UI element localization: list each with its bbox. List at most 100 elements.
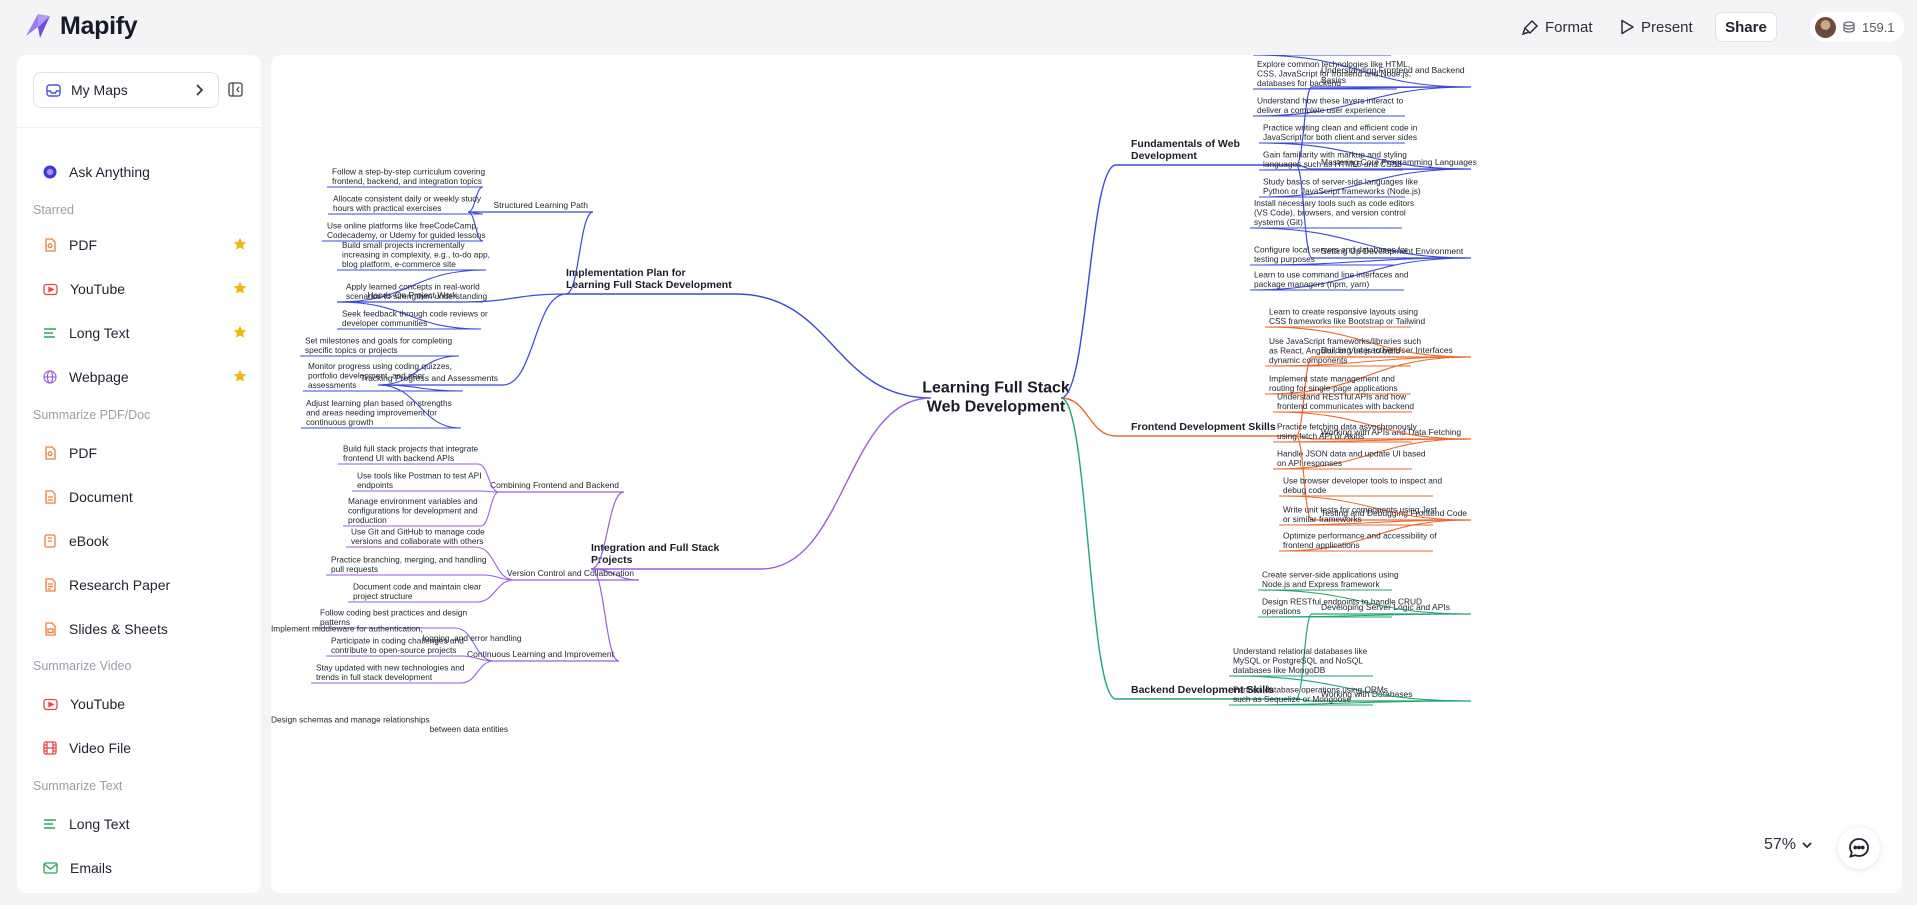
star-icon[interactable] <box>233 281 247 295</box>
leaf-node[interactable]: Monitor progress using coding quizzes,po… <box>308 361 452 390</box>
topic-node[interactable]: Tracking Progress and Assessments <box>360 373 498 383</box>
topic-node[interactable]: Continuous Learning and Improvement <box>467 649 615 659</box>
leaf-node[interactable]: Practice branching, merging, and handlin… <box>331 555 487 575</box>
sidebar-item-starred-youtube[interactable]: YouTube <box>43 278 247 300</box>
chat-button[interactable] <box>1838 827 1880 869</box>
my-maps-button[interactable]: My Maps <box>33 72 219 108</box>
topic-node[interactable]: Combining Frontend and Backend <box>490 480 619 490</box>
leaf-node[interactable]: Configure local servers and databases fo… <box>1254 245 1408 265</box>
leaf-node[interactable]: Learn to create responsive layouts using… <box>1269 307 1426 327</box>
leaf-node[interactable]: Design schemas and manage relationshipsb… <box>271 715 508 735</box>
sidebar-item-pdf[interactable]: PDF <box>43 442 247 464</box>
share-button[interactable]: Share <box>1715 12 1777 42</box>
topic-node[interactable]: Hands-On Project Work <box>367 290 457 300</box>
leaf-node[interactable]: Study basics of server-side languages li… <box>1263 177 1421 197</box>
credits-icon <box>1843 21 1855 33</box>
star-icon[interactable] <box>233 369 247 383</box>
leaf-node[interactable]: Write unit tests for components using Je… <box>1283 505 1438 525</box>
present-button[interactable]: Present <box>1620 14 1693 40</box>
topic-node[interactable]: Building Interactive User Interfaces <box>1321 345 1453 355</box>
leaf-node[interactable]: Learn to use command line interfaces and… <box>1254 270 1409 290</box>
globe-icon <box>43 370 57 384</box>
leaf-node[interactable]: Practice writing clean and efficient cod… <box>1263 123 1418 143</box>
topic-node[interactable]: Working with Databases <box>1321 689 1413 699</box>
zoom-control[interactable]: 57% <box>1764 836 1814 854</box>
account-menu[interactable]: 159.1 <box>1810 12 1904 42</box>
connector-line <box>477 490 500 493</box>
connector-line <box>477 463 500 493</box>
sidebar-item-video-file[interactable]: Video File <box>43 737 247 759</box>
leaf-node[interactable]: Build full stack projects that integrate… <box>343 444 479 464</box>
ask-anything-label: Ask Anything <box>69 164 150 180</box>
format-button[interactable]: Format <box>1522 14 1593 40</box>
leaf-node[interactable]: Install necessary tools such as code edi… <box>1254 198 1414 227</box>
star-icon[interactable] <box>233 325 247 339</box>
app-name: Mapify <box>60 11 138 40</box>
topic-node[interactable]: Mastering Core Programming Languages <box>1321 157 1477 167</box>
leaf-node[interactable]: Use browser developer tools to inspect a… <box>1283 476 1442 496</box>
leaf-node[interactable]: Follow a step-by-step curriculum coverin… <box>332 167 485 187</box>
sidebar-item-research-paper[interactable]: Research Paper <box>43 574 247 596</box>
sidebar-item-document[interactable]: Document <box>43 486 247 508</box>
sidebar-item-emails[interactable]: Emails <box>43 857 247 879</box>
sidebar-item-starred-pdf[interactable]: PDF <box>43 234 247 256</box>
connector-line <box>377 384 464 392</box>
topic-node[interactable]: Structured Learning Path <box>493 200 588 210</box>
branch-node[interactable]: Backend Development Skills <box>1131 684 1274 696</box>
sidebar-item-starred-webpage[interactable]: Webpage <box>43 366 247 388</box>
leaf-node[interactable]: Use JavaScript frameworks/libraries such… <box>1269 336 1422 365</box>
leaf-node[interactable]: Use online platforms like freeCodeCamp,C… <box>327 221 486 241</box>
sidebar-item-ebook[interactable]: eBook <box>43 530 247 552</box>
pdf-icon <box>45 238 56 252</box>
sidebar-item-starred-long-text[interactable]: Long Text <box>43 322 247 344</box>
leaf-node[interactable]: Implement middleware for authentication,… <box>271 624 522 644</box>
video-file-icon <box>43 741 57 755</box>
pdf-icon <box>45 446 56 460</box>
branch-node[interactable]: Frontend Development Skills <box>1131 421 1276 433</box>
leaf-node[interactable]: Optimize performance and accessibility o… <box>1283 531 1437 551</box>
star-icon[interactable] <box>233 237 247 251</box>
sidebar-item-slides-sheets[interactable]: Slides & Sheets <box>43 618 247 640</box>
sidebar-item-video-youtube[interactable]: YouTube <box>43 693 247 715</box>
collapse-sidebar-icon[interactable] <box>228 82 243 97</box>
logo[interactable]: Mapify <box>22 10 138 42</box>
topic-node[interactable]: Working with APIs and Data Fetching <box>1321 427 1461 437</box>
topic-node[interactable]: Version Control and Collaboration <box>507 568 634 578</box>
connector-line <box>760 397 932 570</box>
play-icon <box>1621 19 1634 35</box>
ask-anything-item[interactable]: Ask Anything <box>43 161 247 183</box>
avatar <box>1815 16 1836 38</box>
leaf-node[interactable]: Allocate consistent daily or weekly stud… <box>333 194 482 214</box>
sidebar-item-text-long-text[interactable]: Long Text <box>43 813 247 835</box>
leaf-node[interactable]: Explore common technologies like HTML,CS… <box>1257 59 1411 88</box>
leaf-node[interactable]: Gain familiarity with markup and styling… <box>1263 150 1407 170</box>
